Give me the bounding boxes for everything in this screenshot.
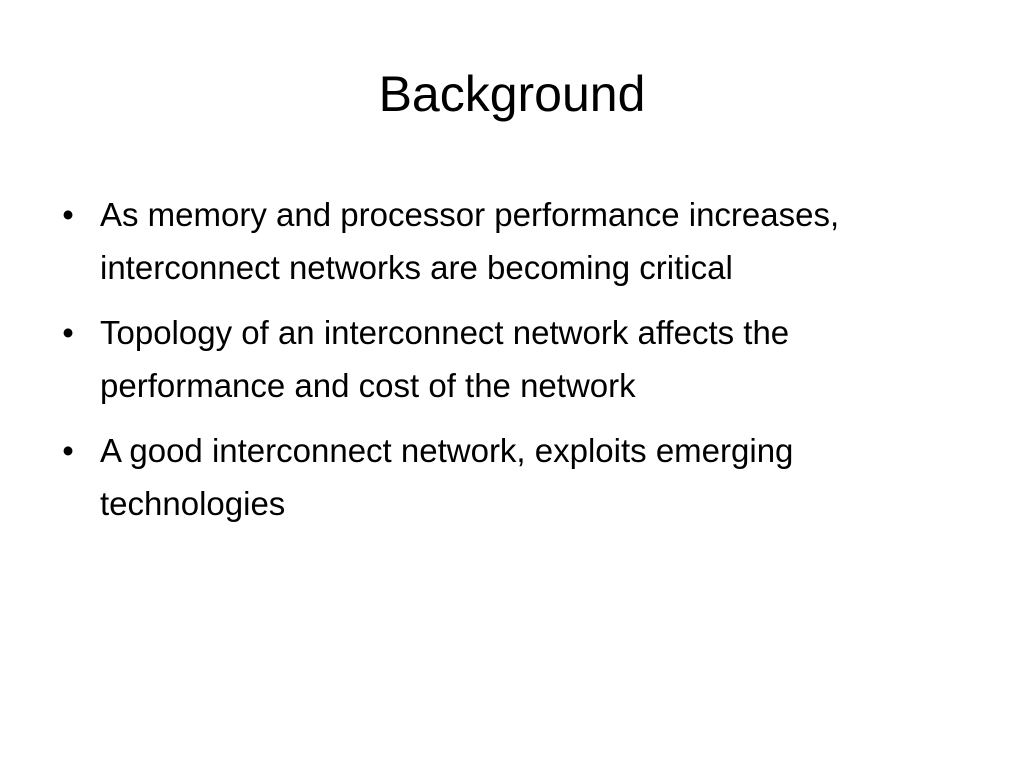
- bullet-text: As memory and processor performance incr…: [100, 196, 840, 286]
- bullet-marker: •: [62, 314, 74, 351]
- bullet-marker: •: [62, 196, 74, 233]
- bullet-item: • As memory and processor performance in…: [58, 188, 958, 294]
- bullet-text: Topology of an interconnect network affe…: [100, 314, 790, 404]
- bullet-list: • As memory and processor performance in…: [58, 188, 958, 542]
- slide-title: Background: [378, 66, 646, 122]
- bullet-item: • Topology of an interconnect network af…: [58, 306, 958, 412]
- bullet-text: A good interconnect network, exploits em…: [100, 432, 794, 522]
- bullet-item: • A good interconnect network, exploits …: [58, 424, 958, 530]
- bullet-marker: •: [62, 432, 74, 469]
